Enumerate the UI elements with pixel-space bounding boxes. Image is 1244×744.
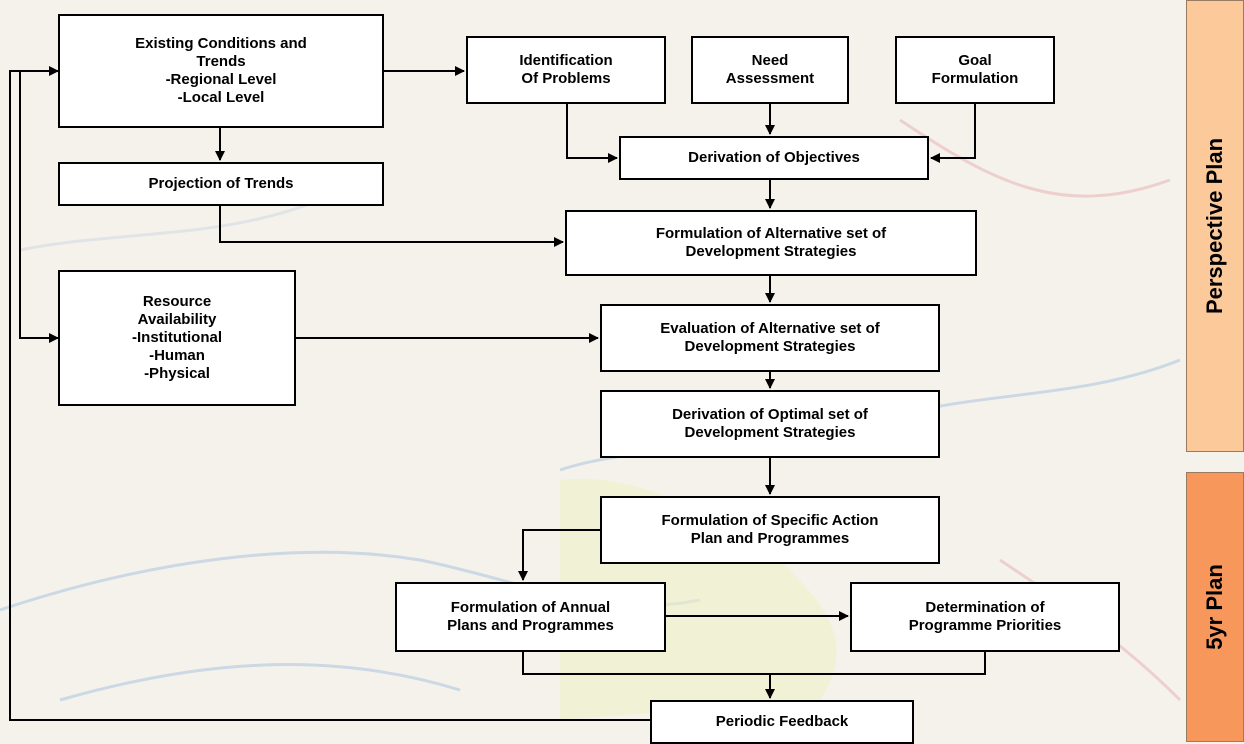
box-programme-priorities: Determination of Programme Priorities [850,582,1120,652]
label-perspective-plan: Perspective Plan [1202,137,1228,315]
arrow-goal-to-objectives [930,104,976,163]
box-goal-formulation: Goal Formulation [895,36,1055,104]
box-need-assessment: Need Assessment [691,36,849,104]
box-periodic-feedback: Periodic Feedback [650,700,914,744]
panel-perspective-plan: Perspective Plan [1186,0,1244,452]
arrow-projection-to-alternative [219,206,564,247]
box-formulation-alternative-strategies: Formulation of Alternative set of Develo… [565,210,977,276]
box-optimal-strategies: Derivation of Optimal set of Development… [600,390,940,458]
box-projection-of-trends: Projection of Trends [58,162,384,206]
panel-5yr-plan: 5yr Plan [1186,472,1244,742]
box-identification-of-problems: Identification Of Problems [466,36,666,104]
box-annual-plans: Formulation of Annual Plans and Programm… [395,582,666,652]
arrow-action-to-annual [518,529,600,581]
box-existing-conditions: Existing Conditions and Trends -Regional… [58,14,384,128]
arrow-merge-to-feedback [522,652,986,698]
box-derivation-of-objectives: Derivation of Objectives [619,136,929,180]
arrow-feedback-loop [9,66,650,721]
arrow-identification-to-objectives [566,104,618,163]
box-specific-action-plan: Formulation of Specific Action Plan and … [600,496,940,564]
box-resource-availability: Resource Availability -Institutional -Hu… [58,270,296,406]
label-5yr-plan: 5yr Plan [1202,564,1228,650]
arrow-existing-to-resource [19,70,59,343]
box-evaluation-alternative-strategies: Evaluation of Alternative set of Develop… [600,304,940,372]
